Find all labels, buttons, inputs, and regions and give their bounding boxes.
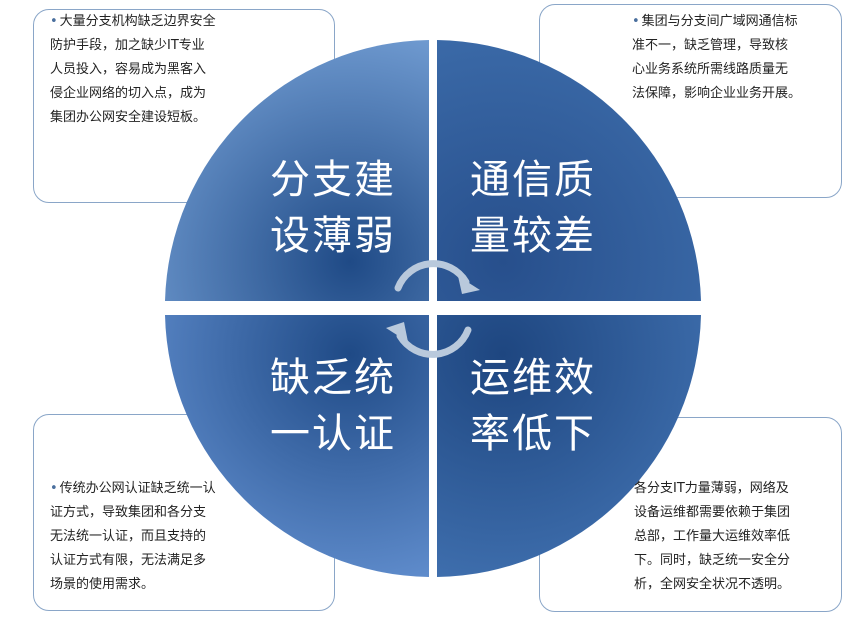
- callout-line: 总部，工作量大运维效率低: [634, 529, 791, 544]
- callout-line: 集团与分支间广域网通信标: [641, 14, 798, 29]
- callout-line: 无法统一认证，而且支持的: [50, 529, 207, 544]
- quadrant-top-right: [437, 40, 701, 301]
- callout-line: 准不一，缺乏管理，导致核: [632, 38, 789, 53]
- circular-arrows-icon: [394, 260, 472, 358]
- callout-line: 法保障，影响企业业务开展。: [632, 86, 802, 101]
- arrowheads: [386, 276, 480, 342]
- callout-line: 心业务系统所需线路质量无: [632, 62, 789, 77]
- quadrant-label-operations: 运维效 率低下: [470, 350, 596, 462]
- label-line-1: 缺乏统: [270, 355, 396, 401]
- callout-text-communication: •集团与分支间广域网通信标 准不一，缺乏管理，导致核 心业务系统所需线路质量无 …: [632, 10, 832, 106]
- callout-text-authentication: •传统办公网认证缺乏统一认 证方式，导致集团和各分支 无法统一认证，而且支持的 …: [50, 477, 250, 597]
- label-line-2: 一认证: [270, 411, 396, 457]
- quadrant-bottom-left: [165, 315, 429, 577]
- label-line-1: 分支建: [270, 157, 396, 203]
- bullet: •: [50, 14, 58, 29]
- bullet: •: [50, 481, 58, 496]
- callout-line: 侵企业网络的切入点，成为: [50, 86, 207, 101]
- callout-line: 证方式，导致集团和各分支: [50, 505, 207, 520]
- label-line-2: 设薄弱: [270, 213, 396, 259]
- callout-line: 防护手段，加之缺少IT专业: [50, 38, 205, 53]
- callout-line: 设备运维都需要依赖于集团: [634, 505, 791, 520]
- quadrant-top-left: [165, 40, 429, 301]
- callout-line: 析，全网安全状况不透明。: [634, 577, 791, 592]
- label-line-2: 率低下: [470, 411, 596, 457]
- quadrant-label-branch: 分支建 设薄弱: [270, 152, 396, 264]
- label-line-1: 通信质: [470, 157, 596, 203]
- callout-line: 传统办公网认证缺乏统一认: [59, 481, 216, 496]
- bullet: •: [632, 14, 640, 29]
- callout-line: 各分支IT力量薄弱，网络及: [634, 481, 789, 496]
- callout-line: 集团办公网安全建设短板。: [50, 110, 207, 125]
- label-line-2: 量较差: [470, 213, 596, 259]
- callout-line: 人员投入，容易成为黑客入: [50, 62, 207, 77]
- callout-line: 场景的使用需求。: [50, 577, 155, 592]
- callout-text-branch: •大量分支机构缺乏边界安全 防护手段，加之缺少IT专业 人员投入，容易成为黑客入…: [50, 10, 250, 130]
- callout-line: 认证方式有限，无法满足多: [50, 553, 207, 568]
- callout-text-operations: 各分支IT力量薄弱，网络及 设备运维都需要依赖于集团 总部，工作量大运维效率低 …: [634, 477, 834, 597]
- quadrant-bottom-right: [437, 315, 701, 577]
- callout-line: 大量分支机构缺乏边界安全: [59, 14, 216, 29]
- callout-line: 下。同时，缺乏统一安全分: [634, 553, 791, 568]
- label-line-1: 运维效: [470, 355, 596, 401]
- quadrant-label-authentication: 缺乏统 一认证: [270, 350, 396, 462]
- quadrant-label-communication: 通信质 量较差: [470, 152, 596, 264]
